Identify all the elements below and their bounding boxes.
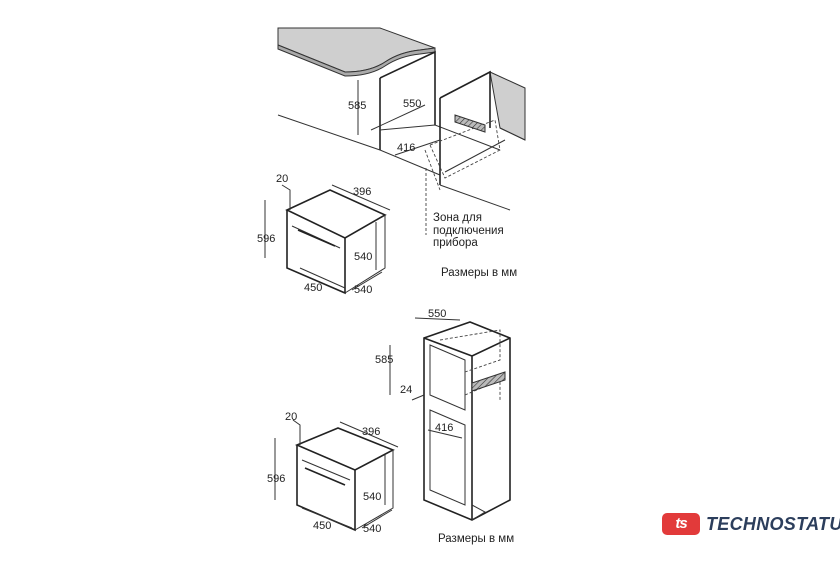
connection-zone-line3: прибора bbox=[433, 237, 478, 249]
top-cabinet-drawing bbox=[277, 27, 526, 235]
dim-oven-height-b: 596 bbox=[267, 473, 285, 485]
dim-niche-depth-b: 550 bbox=[428, 308, 446, 320]
dim-oven-depth-b: 396 bbox=[362, 426, 380, 438]
dim-gap-b: 24 bbox=[400, 384, 412, 396]
dim-front-offset: 20 bbox=[276, 173, 288, 185]
dim-oven-width: 450 bbox=[304, 282, 322, 294]
dim-oven-side-b: 540 bbox=[363, 523, 381, 535]
dim-oven-depth: 396 bbox=[353, 186, 371, 198]
dim-niche-height: 585 bbox=[348, 100, 366, 112]
dim-oven-width-b: 450 bbox=[313, 520, 331, 532]
dim-niche-width: 416 bbox=[397, 142, 415, 154]
connection-zone-line2: подключения bbox=[433, 225, 504, 237]
bottom-oven-drawing bbox=[274, 419, 399, 532]
units-note-top: Размеры в мм bbox=[441, 267, 517, 279]
dim-front-offset-b: 20 bbox=[285, 411, 297, 423]
dim-niche-depth: 550 bbox=[403, 98, 421, 110]
logo-mark-icon: ts bbox=[662, 513, 700, 535]
dim-oven-inner-height: 540 bbox=[354, 251, 372, 263]
bottom-cabinet-drawing bbox=[389, 317, 511, 521]
dim-oven-height: 596 bbox=[257, 233, 275, 245]
dim-oven-inner-height-b: 540 bbox=[363, 491, 381, 503]
top-oven-drawing bbox=[264, 184, 391, 295]
dim-niche-height-b: 585 bbox=[375, 354, 393, 366]
connection-zone-line1: Зона для bbox=[433, 212, 482, 224]
logo-text: TECHNOSTATUS bbox=[706, 513, 840, 534]
technostatus-logo: ts TECHNOSTATUS bbox=[662, 513, 840, 535]
dim-niche-width-b: 416 bbox=[435, 422, 453, 434]
units-note-bottom: Размеры в мм bbox=[438, 533, 514, 545]
dim-oven-side: 540 bbox=[354, 284, 372, 296]
